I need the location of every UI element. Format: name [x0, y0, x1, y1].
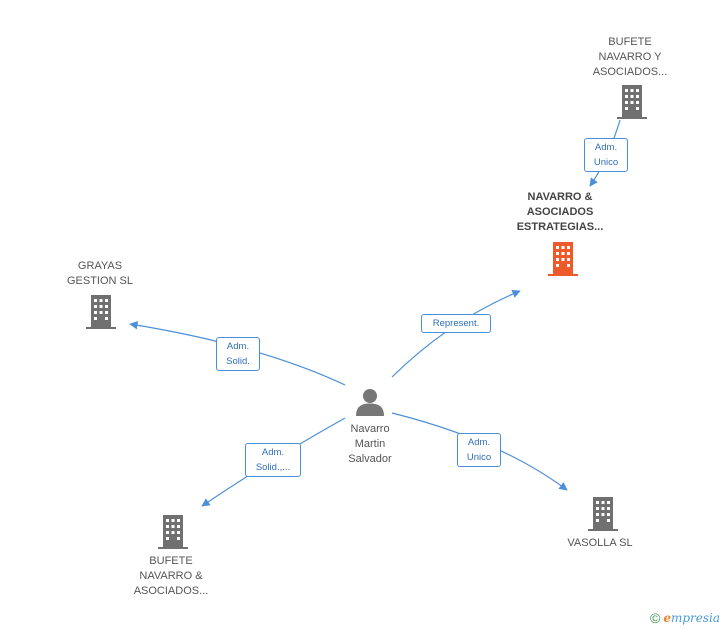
- building-icon[interactable]: [158, 515, 188, 549]
- node-label-person[interactable]: Navarro Martin Salvador: [348, 423, 392, 465]
- edge-label-represent: Represent.: [421, 314, 491, 333]
- copyright-symbol: ©: [650, 610, 661, 626]
- node-label-bufete-navarro-asociados[interactable]: BUFETE NAVARRO & ASOCIADOS...: [133, 555, 209, 597]
- person-icon[interactable]: [355, 388, 385, 416]
- building-icon[interactable]: [86, 295, 116, 329]
- node-label-navarro-asociados-estrategias[interactable]: NAVARRO & ASOCIADOS ESTRATEGIAS...: [516, 191, 604, 233]
- edge-person-to-navarro: [391, 290, 521, 378]
- brand-logo-text: mpresia: [670, 611, 721, 625]
- building-icon[interactable]: [588, 497, 618, 531]
- footer-brand: ©empresia: [650, 610, 720, 626]
- edge-label-adm-unico-top: Adm. Unico: [584, 138, 628, 172]
- node-label-bufete-navarro-y-asociados[interactable]: BUFETE NAVARRO Y ASOCIADOS...: [592, 36, 668, 78]
- node-label-grayas-gestion[interactable]: GRAYAS GESTION SL: [66, 260, 134, 287]
- building-icon[interactable]: [548, 242, 578, 276]
- edge-label-adm-solid: Adm. Solid.: [216, 337, 260, 371]
- brand-logo-initial: e: [663, 611, 671, 625]
- node-label-vasolla[interactable]: VASOLLA SL: [567, 537, 633, 549]
- edge-label-adm-solid-ellipsis: Adm. Solid.,...: [245, 443, 301, 477]
- edge-label-adm-unico-bottom: Adm. Unico: [457, 433, 501, 467]
- building-icon[interactable]: [617, 85, 647, 119]
